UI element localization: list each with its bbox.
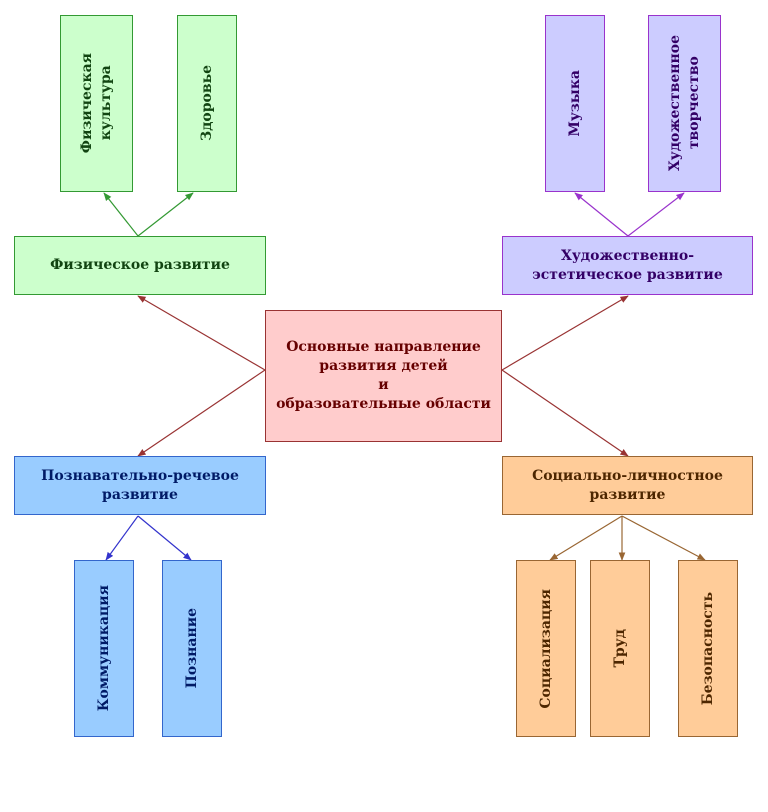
health-node: Здоровье — [177, 15, 237, 192]
arrow-cognitive-to-communication — [105, 515, 139, 561]
cognitive-speech-node: Познавательно-речевое развитие — [14, 456, 266, 515]
arrow-center-to-cognitive — [137, 369, 266, 457]
art-creativity-label: Художественное творчество — [666, 35, 702, 172]
cognition-node: Познание — [162, 560, 222, 737]
social-personal-node: Социально-личностное развитие — [502, 456, 753, 515]
music-label: Музыка — [566, 70, 583, 137]
safety-node: Безопасность — [678, 560, 738, 737]
arrow-cognitive-to-cognition — [137, 515, 192, 561]
artistic-development-node: Художественно- эстетическое развитие — [502, 236, 753, 295]
health-label: Здоровье — [198, 65, 215, 142]
arrow-physical-to-phys-culture — [103, 192, 139, 237]
communication-label: Коммуникация — [95, 585, 112, 712]
arrow-social-to-socialization — [549, 515, 623, 561]
socialization-label: Социализация — [537, 588, 554, 709]
art-creativity-node: Художественное творчество — [648, 15, 721, 192]
cognitive-speech-label: Познавательно-речевое развитие — [41, 467, 239, 503]
social-personal-label: Социально-личностное развитие — [532, 467, 723, 503]
communication-node: Коммуникация — [74, 560, 134, 737]
center-node: Основные направление развития детей и об… — [265, 310, 502, 442]
arrow-center-to-social — [501, 369, 629, 457]
physical-development-node: Физическое развитие — [14, 236, 266, 295]
arrow-social-to-safety — [621, 515, 706, 561]
physical-culture-node: Физическая культура — [60, 15, 133, 192]
cognition-label: Познание — [183, 608, 200, 689]
labor-node: Труд — [590, 560, 650, 737]
arrow-artistic-to-art-creativity — [627, 192, 685, 237]
music-node: Музыка — [545, 15, 605, 192]
physical-culture-label: Физическая культура — [78, 53, 114, 154]
safety-label: Безопасность — [699, 591, 716, 706]
arrow-physical-to-health — [137, 192, 194, 237]
artistic-development-label: Художественно- эстетическое развитие — [532, 247, 723, 283]
physical-development-label: Физическое развитие — [50, 257, 230, 273]
arrow-center-to-physical — [137, 295, 266, 371]
socialization-node: Социализация — [516, 560, 576, 737]
labor-label: Труд — [611, 629, 628, 668]
arrow-artistic-to-music — [574, 192, 629, 237]
arrow-center-to-artistic — [501, 295, 629, 371]
center-node-label: Основные направление развития детей и об… — [276, 339, 491, 412]
